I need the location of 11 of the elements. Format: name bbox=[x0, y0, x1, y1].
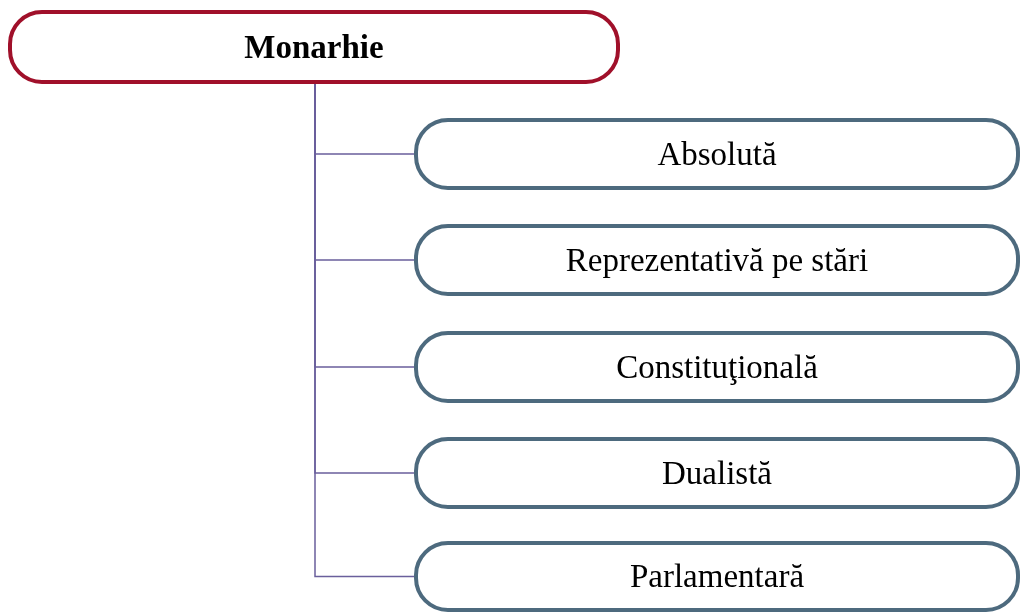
box-label: Absolută bbox=[657, 135, 777, 173]
category-box bbox=[414, 331, 1020, 403]
box-label: Parlamentară bbox=[629, 558, 805, 595]
box-label: Dualistă bbox=[662, 454, 772, 492]
box-label: Constituţională bbox=[616, 348, 818, 386]
category-box bbox=[414, 224, 1020, 296]
box-label: Monarhie bbox=[244, 28, 384, 66]
category-box bbox=[414, 118, 1020, 190]
box-label: Reprezentativă pe stări bbox=[565, 241, 869, 279]
category-box bbox=[414, 437, 1020, 509]
root-box bbox=[8, 10, 620, 84]
